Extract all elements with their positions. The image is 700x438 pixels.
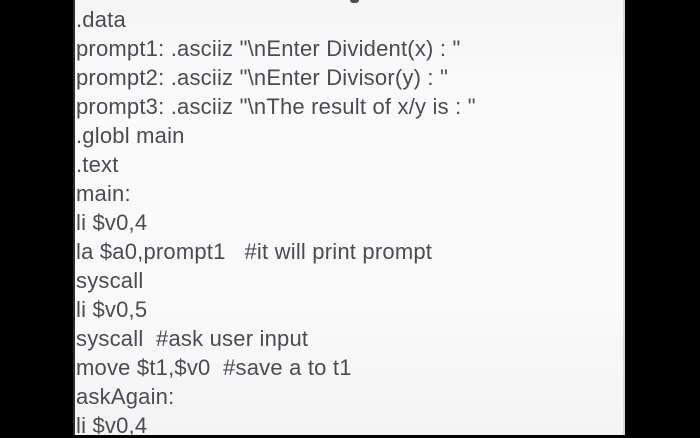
code-line: .globl main bbox=[76, 123, 185, 148]
cropped-character-fragment bbox=[350, 0, 359, 3]
code-line: .data bbox=[76, 7, 126, 32]
code-line: prompt2: .asciiz "\nEnter Divisor(y) : " bbox=[76, 65, 449, 90]
code-line: prompt3: .asciiz "\nThe result of x/y is… bbox=[76, 94, 476, 119]
code-line: askAgain: bbox=[76, 384, 175, 409]
code-line: li $v0,4 bbox=[76, 210, 148, 235]
code-line: li $v0,4 bbox=[76, 413, 148, 438]
code-line: li $v0,5 bbox=[76, 297, 148, 322]
code-line: la $a0,prompt1 #it will print prompt bbox=[76, 239, 433, 264]
code-panel: .data prompt1: .asciiz "\nEnter Divident(… bbox=[73, 0, 625, 438]
code-line: prompt1: .asciiz "\nEnter Divident(x) : … bbox=[76, 36, 461, 61]
code-line: .text bbox=[76, 152, 119, 177]
code-line: syscall #ask user input bbox=[76, 326, 309, 351]
code-line: main: bbox=[76, 181, 131, 206]
code-line: syscall bbox=[76, 268, 144, 293]
code-line: move $t1,$v0 #save a to t1 bbox=[76, 355, 352, 380]
code-lines: .data prompt1: .asciiz "\nEnter Divident(… bbox=[75, 0, 623, 438]
